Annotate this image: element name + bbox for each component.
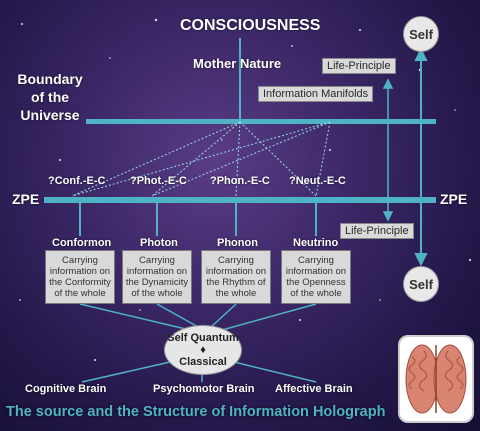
convergence-lines [79,303,317,383]
star-field [19,18,472,361]
brain-label-cognitive: Cognitive Brain [25,383,107,395]
self-bottom-node: Self [403,266,439,302]
boundary-line [86,119,436,124]
coupling-label-conf: ?Conf.-E-C [48,175,106,187]
information-manifolds-label: Information Manifolds [258,86,374,102]
coupling-label-neut: ?Neut.-E-C [289,175,346,187]
brain-image-frame [398,335,474,423]
life-principle-arrow [382,78,394,222]
particle-name-phonon: Phonon [217,237,258,249]
self-arrow [414,47,428,267]
mother-nature-label: Mother Nature [193,56,282,71]
self-top-node: Self [403,16,439,52]
coupling-label-phot: ?Phot.-E-C [130,175,187,187]
brain-icon [405,344,467,414]
particle-name-conformon: Conformon [52,237,112,249]
particle-box-photon: Carrying information on the Dynamicity o… [122,250,192,304]
boundary-label: Boundary of the Universe [17,71,83,123]
particle-name-photon: Photon [140,237,178,249]
coupling-label-phon: ?Phon.-E-C [210,175,270,187]
self-quantum-label: Self Quantum [167,332,239,344]
particle-box-conformon: Carrying information on the Conformity o… [45,250,115,304]
life-principle-top-label: Life-Principle [322,58,396,74]
zpe-line [44,197,436,203]
footer-caption: The source and the Structure of Informat… [6,404,386,420]
brain-label-affective: Affective Brain [275,383,353,395]
zpe-left-label: ZPE [12,191,40,207]
life-principle-mid-label: Life-Principle [340,223,414,239]
particle-box-neutrino: Carrying information on the Openness of … [281,250,351,304]
particle-box-phonon: Carrying information on the Rhythm of th… [201,250,271,304]
particle-stems [79,203,317,236]
particle-name-neutrino: Neutrino [293,237,339,249]
dotted-links [71,121,331,197]
brain-label-psychomotor: Psychomotor Brain [153,383,255,395]
diamond-icon: ♦ [200,344,206,356]
classical-label: Classical [179,356,227,368]
zpe-right-label: ZPE [440,191,468,207]
self-quantum-node: Self Quantum ♦ Classical [164,325,242,375]
consciousness-title: CONSCIOUSNESS [180,17,321,34]
